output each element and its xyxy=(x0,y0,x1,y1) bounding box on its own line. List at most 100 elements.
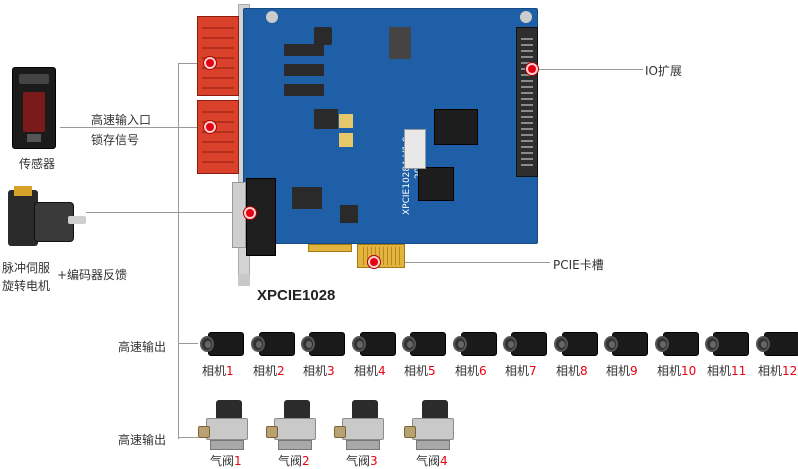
camera-9-image xyxy=(604,330,649,358)
camera-output-label: 高速输出 xyxy=(118,340,167,354)
label-sticker xyxy=(404,129,426,169)
valve-1-image xyxy=(196,400,254,452)
pcie-slot-label: PCIE卡槽 xyxy=(553,258,604,272)
io-expansion-label: IO扩展 xyxy=(645,64,682,78)
camera-name: 相机 xyxy=(606,364,631,378)
input-bottom-branch-line xyxy=(178,127,208,128)
camera-label: 相机11 xyxy=(707,362,746,379)
camera-label: 相机10 xyxy=(657,362,696,379)
terminal-block-housing xyxy=(208,16,242,174)
camera-label: 相机5 xyxy=(404,362,436,379)
camera-name: 相机 xyxy=(556,364,581,378)
valve-label: 气阀4 xyxy=(416,452,448,469)
camera-2-image xyxy=(251,330,296,358)
camera-11-image xyxy=(705,330,750,358)
valve-label: 气阀2 xyxy=(278,452,310,469)
regulator-chip xyxy=(340,205,358,223)
camera-number: 9 xyxy=(630,364,638,378)
camera-name: 相机 xyxy=(657,364,682,378)
camera-label: 相机6 xyxy=(455,362,487,379)
capacitor xyxy=(339,114,353,128)
driver-chip xyxy=(284,84,324,96)
io-connector-line xyxy=(539,69,643,70)
input-vertical-bus-line xyxy=(178,63,179,439)
valve-label: 气阀3 xyxy=(346,452,378,469)
camera-number: 11 xyxy=(731,364,747,378)
valve-name: 气阀 xyxy=(416,454,441,468)
camera-name: 相机 xyxy=(202,364,227,378)
input-terminal-block-bottom xyxy=(197,100,239,174)
mount-hole xyxy=(266,11,278,23)
valve-label: 气阀1 xyxy=(210,452,242,469)
highspeed-input-label: 高速输入口 xyxy=(91,113,152,127)
input-top-branch-line xyxy=(178,63,208,64)
valve-2-image xyxy=(264,400,322,452)
driver-chip xyxy=(284,64,324,76)
camera-number: 6 xyxy=(479,364,487,378)
valve-name: 气阀 xyxy=(278,454,303,468)
input-port-top-marker xyxy=(204,57,216,69)
input-terminal-block-top xyxy=(197,16,239,96)
logic-chip xyxy=(292,187,322,209)
camera-number: 2 xyxy=(277,364,285,378)
camera-8-image xyxy=(554,330,599,358)
camera-name: 相机 xyxy=(354,364,379,378)
main-processor-chip xyxy=(434,109,478,145)
input-port-bottom-marker xyxy=(204,121,216,133)
valve-output-branch-line xyxy=(178,437,198,438)
logic-chip xyxy=(314,109,338,129)
valve-number: 1 xyxy=(234,454,242,468)
camera-number: 7 xyxy=(529,364,537,378)
camera-name: 相机 xyxy=(404,364,429,378)
valve-4-image xyxy=(402,400,460,452)
camera-7-image xyxy=(503,330,548,358)
servo-label-line2: 旋转电机 xyxy=(2,279,51,293)
camera-1-image xyxy=(200,330,245,358)
servo-motor-image xyxy=(8,186,86,254)
camera-output-branch-line xyxy=(178,343,198,344)
valve-3-image xyxy=(332,400,390,452)
camera-name: 相机 xyxy=(707,364,732,378)
servo-label-line1: 脉冲伺服 xyxy=(2,261,51,275)
mount-hole xyxy=(520,11,532,23)
pcie-gold-fingers-left xyxy=(308,244,352,252)
valve-number: 3 xyxy=(370,454,378,468)
valve-number: 2 xyxy=(302,454,310,468)
camera-label: 相机4 xyxy=(354,362,386,379)
camera-4-image xyxy=(352,330,397,358)
camera-label: 相机12 xyxy=(758,362,797,379)
dip-switch xyxy=(389,27,411,59)
camera-label: 相机2 xyxy=(253,362,285,379)
camera-number: 8 xyxy=(580,364,588,378)
camera-number: 4 xyxy=(378,364,386,378)
camera-6-image xyxy=(453,330,498,358)
encoder-feedback-label: +编码器反馈 xyxy=(57,268,128,282)
camera-label: 相机8 xyxy=(556,362,588,379)
camera-number: 3 xyxy=(327,364,335,378)
encoder-port-marker xyxy=(244,207,256,219)
camera-5-image xyxy=(402,330,447,358)
camera-10-image xyxy=(655,330,700,358)
camera-number: 10 xyxy=(681,364,697,378)
camera-label: 相机7 xyxy=(505,362,537,379)
camera-12-image xyxy=(756,330,798,358)
camera-name: 相机 xyxy=(758,364,783,378)
camera-number: 12 xyxy=(782,364,798,378)
photoelectric-sensor-image xyxy=(12,67,56,149)
io-header xyxy=(516,27,538,177)
board-name-title: XPCIE1028 xyxy=(257,287,336,304)
latch-signal-label: 锁存信号 xyxy=(91,133,140,147)
pcie-gold-fingers xyxy=(357,244,405,268)
fpga-chip xyxy=(418,167,454,201)
driver-chip xyxy=(284,44,324,56)
valve-output-label: 高速输出 xyxy=(118,433,167,447)
camera-label: 相机9 xyxy=(606,362,638,379)
bracket-foot xyxy=(238,274,250,286)
valve-number: 4 xyxy=(440,454,448,468)
camera-name: 相机 xyxy=(505,364,530,378)
camera-name: 相机 xyxy=(303,364,328,378)
camera-label: 相机1 xyxy=(202,362,234,379)
pcie-connector-line xyxy=(380,262,550,263)
pcie-slot-marker xyxy=(368,256,380,268)
io-port-marker xyxy=(526,63,538,75)
